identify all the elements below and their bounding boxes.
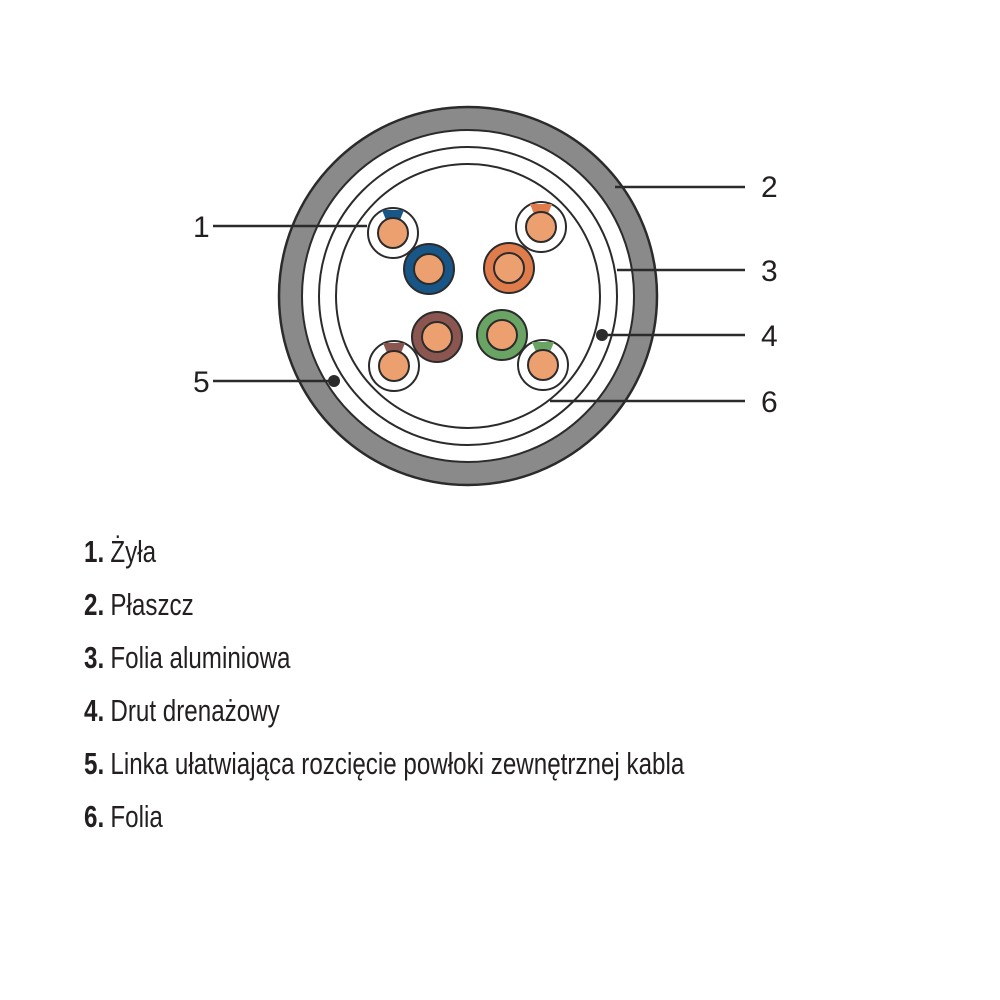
legend-number: 6. [84,799,105,834]
callout-5: 5 [193,366,210,399]
cable-cross-section [277,105,659,487]
legend-number: 5. [84,746,105,781]
callout-6: 6 [761,386,778,419]
copper-conductor [413,253,445,285]
copper-conductor [421,321,453,353]
copper-conductor [493,252,525,284]
legend-item-6: 6.Folia [84,797,684,850]
legend-label: Drut drenażowy [110,693,280,728]
callout-1: 1 [193,211,210,244]
callout-leaders [213,185,745,403]
color-stripe [532,342,554,352]
legend-item-4: 4.Drut drenażowy [84,691,684,744]
legend-item-3: 3.Folia aluminiowa [84,638,684,691]
wire-white-orange [515,201,567,253]
wire-white-blue [367,207,419,259]
copper-conductor [527,349,559,381]
callout-4: 4 [761,320,778,353]
color-stripe [382,210,404,220]
callout-3: 3 [761,255,778,288]
legend-label: Folia aluminiowa [110,640,291,675]
legend-label: Linka ułatwiająca rozcięcie powłoki zewn… [110,746,685,781]
legend-item-5: 5.Linka ułatwiająca rozcięcie powłoki ze… [84,744,684,797]
legend-number: 2. [84,587,105,622]
callout-2: 2 [761,171,778,204]
color-stripe [383,343,405,353]
wire-orange [483,242,535,294]
wire-white-brown [368,340,420,392]
legend-number: 3. [84,640,105,675]
legend-label: Płaszcz [110,587,194,622]
copper-conductor [525,211,557,243]
legend-label: Folia [110,799,163,834]
aluminium-foil [318,146,618,446]
legend-number: 1. [84,534,105,569]
jacket-inner-edge [301,129,635,463]
color-stripe [530,204,552,214]
legend-item-1: 1.Żyła [84,532,684,585]
cable-cross-section-diagram: 1 2 3 4 5 6 [193,105,778,487]
wire-white-green [517,339,569,391]
copper-conductor [378,350,410,382]
legend-item-2: 2.Płaszcz [84,585,684,638]
legend-number: 4. [84,693,105,728]
legend: 1.Żyła 2.Płaszcz 3.Folia aluminiowa 4.Dr… [84,532,854,850]
copper-conductor [377,217,409,249]
wire-blue [403,243,455,295]
legend-label: Żyła [110,534,157,569]
wire-brown [411,311,463,363]
copper-conductor [486,319,518,351]
inner-foil [335,163,601,429]
wire-green [476,309,528,361]
